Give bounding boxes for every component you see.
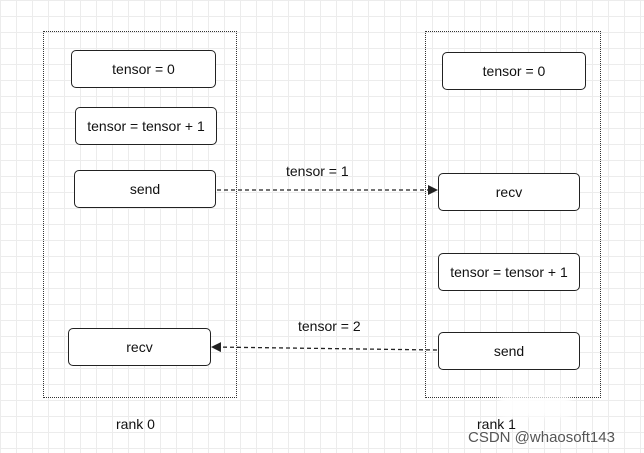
rank1-node-init[interactable]: tensor = 0 xyxy=(442,52,586,90)
blur-overlay xyxy=(500,395,570,417)
rank1-title: rank 1 xyxy=(477,416,516,432)
rank0-node-recv[interactable]: recv xyxy=(68,328,211,366)
rank1-node-send[interactable]: send xyxy=(438,332,580,370)
message-label-second: tensor = 2 xyxy=(298,318,361,334)
rank0-title: rank 0 xyxy=(116,416,155,432)
send-back-arrow xyxy=(211,342,438,353)
rank0-node-increment[interactable]: tensor = tensor + 1 xyxy=(75,107,217,145)
message-label-first: tensor = 1 xyxy=(286,163,349,179)
rank0-node-init[interactable]: tensor = 0 xyxy=(71,50,216,88)
rank1-node-recv[interactable]: recv xyxy=(438,173,580,211)
rank0-node-send[interactable]: send xyxy=(74,170,216,208)
csdn-watermark: CSDN @whaosoft143 xyxy=(468,429,615,446)
rank0-container xyxy=(43,31,237,398)
rank1-node-increment[interactable]: tensor = tensor + 1 xyxy=(438,253,580,291)
